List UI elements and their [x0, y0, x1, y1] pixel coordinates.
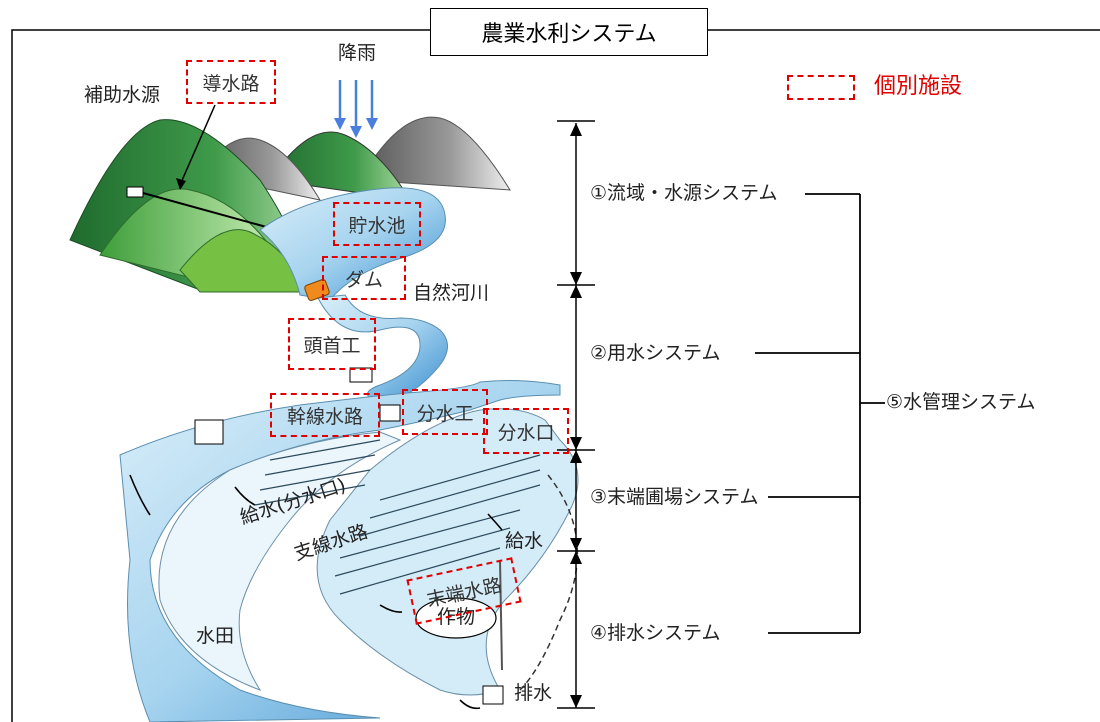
- diagram-title: 農業水利システム: [430, 8, 708, 56]
- range-arrowheads: [570, 123, 582, 708]
- label-paddy: 水田: [196, 625, 235, 647]
- crops-ellipse: [415, 597, 497, 639]
- connector-lines: [755, 193, 885, 634]
- reservoir: [259, 187, 446, 301]
- field-grid-right: [334, 454, 541, 595]
- diversion-gate-box: [379, 404, 401, 422]
- headworks-gate: [349, 367, 373, 383]
- conduit-line: [142, 192, 271, 229]
- system-label-1: ①流域・水源システム: [590, 182, 778, 204]
- rain-arrows: [338, 80, 374, 130]
- flow-arrows: [129, 474, 503, 710]
- conduit-intake: [126, 186, 144, 198]
- mountains: [69, 116, 511, 293]
- dashed-drain: [519, 474, 579, 691]
- label-rain: 降雨: [338, 42, 377, 64]
- facility-headworks: 頭首工: [288, 318, 376, 370]
- facility-dam: ダム: [322, 256, 406, 300]
- facility-main-canal: 幹線水路: [270, 393, 380, 437]
- label-natural-river: 自然河川: [413, 282, 490, 304]
- facility-diversion-gate: 分水口: [483, 408, 569, 454]
- management-label: ⑤水管理システム: [886, 391, 1036, 413]
- conduit-pointer: [179, 104, 216, 186]
- legend-label: 個別施設: [874, 74, 963, 99]
- facility-diversion-works: 分水工: [402, 389, 488, 435]
- label-aux-source: 補助水源: [84, 84, 161, 106]
- system-label-4: ④排水システム: [590, 622, 721, 644]
- terminal-canal-line: [499, 559, 503, 671]
- outer-frame: [11, 29, 430, 722]
- field-grid-left: [254, 439, 381, 506]
- system-label-2: ②用水システム: [590, 342, 721, 364]
- label-supply: 給水: [505, 530, 544, 552]
- label-drainage: 排水: [514, 682, 553, 704]
- drain-gate: [482, 685, 504, 705]
- system-label-3: ③末端圃場システム: [590, 486, 759, 508]
- label-crops: 作物: [437, 606, 476, 628]
- legend-swatch: [787, 75, 855, 100]
- facility-conduit: 導水路: [186, 60, 276, 104]
- main-canal-gate: [194, 419, 224, 445]
- facility-reservoir: 貯水池: [333, 202, 421, 246]
